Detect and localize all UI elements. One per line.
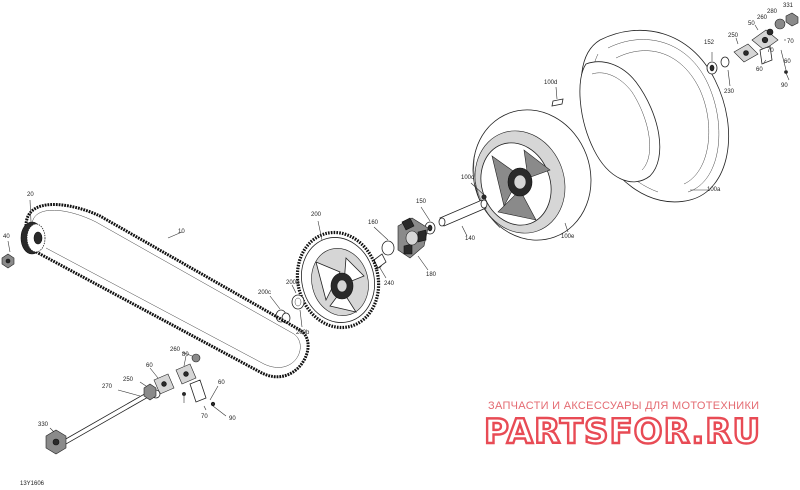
callout-250: 250 <box>123 377 134 383</box>
callout-200a: 200a <box>286 280 300 286</box>
callout-60: 60 <box>146 363 153 369</box>
callout-200: 200 <box>311 212 322 218</box>
o-ring <box>373 226 395 256</box>
watermark-tagline: ЗАПЧАСТИ И АКСЕССУАРЫ ДЛЯ МОТОТЕХНИКИ <box>488 400 759 412</box>
callout-260: 260 <box>757 15 768 21</box>
figure-code: 13Y1606 <box>20 481 45 487</box>
callout-60: 60 <box>218 380 225 386</box>
valve-stem <box>551 86 564 107</box>
callout-160: 160 <box>368 220 379 226</box>
callout-40: 40 <box>3 234 10 240</box>
callout-100a: 100a <box>707 187 721 193</box>
callout-labels: 331 280 70 260 60 152 250 50 70 60 90 23… <box>3 3 794 487</box>
callout-200b: 200b <box>296 330 310 336</box>
rim <box>472 109 592 241</box>
callout-90: 90 <box>781 83 788 89</box>
pulley-nut <box>1 240 15 269</box>
callout-70: 70 <box>787 39 794 45</box>
callout-330: 330 <box>38 422 49 428</box>
callout-200c: 200c <box>258 290 271 296</box>
callout-180: 180 <box>426 272 437 278</box>
callout-50: 50 <box>748 21 755 27</box>
callout-10: 10 <box>178 229 185 235</box>
axle-bolt <box>63 383 157 445</box>
callout-270: 270 <box>102 384 113 390</box>
callout-100c: 100c <box>461 175 474 181</box>
watermark-brand: PARTSFOR.RU <box>484 412 761 452</box>
right-adjuster-assembly <box>706 12 799 87</box>
axle-nut <box>45 427 67 455</box>
callout-60: 60 <box>756 67 763 73</box>
left-adjuster-assembly <box>139 351 227 417</box>
watermark: ЗАПЧАСТИ И АКСЕССУАРЫ ДЛЯ МОТОТЕХНИКИ PA… <box>483 400 761 453</box>
callout-230: 230 <box>724 89 735 95</box>
callout-260: 260 <box>170 347 181 353</box>
callout-240: 240 <box>384 281 395 287</box>
callout-250: 250 <box>728 33 739 39</box>
callout-70: 70 <box>767 48 774 54</box>
cushion-hub <box>397 217 429 271</box>
callout-20: 20 <box>27 192 34 198</box>
callout-140: 140 <box>465 236 476 242</box>
callout-60: 60 <box>784 59 791 65</box>
callout-152: 152 <box>704 40 715 46</box>
callout-70: 70 <box>201 414 208 420</box>
callout-150: 150 <box>416 199 427 205</box>
callout-80: 80 <box>182 352 189 358</box>
front-pulley <box>20 199 46 255</box>
callout-280: 280 <box>767 9 778 15</box>
drive-sprocket <box>295 220 381 330</box>
callout-100e: 100e <box>561 234 575 240</box>
callout-331: 331 <box>783 3 794 9</box>
tire <box>579 29 729 203</box>
callout-100d: 100d <box>544 80 557 86</box>
callout-90: 90 <box>229 416 236 422</box>
sprocket-hardware <box>269 284 305 328</box>
rear-axle <box>438 182 488 237</box>
